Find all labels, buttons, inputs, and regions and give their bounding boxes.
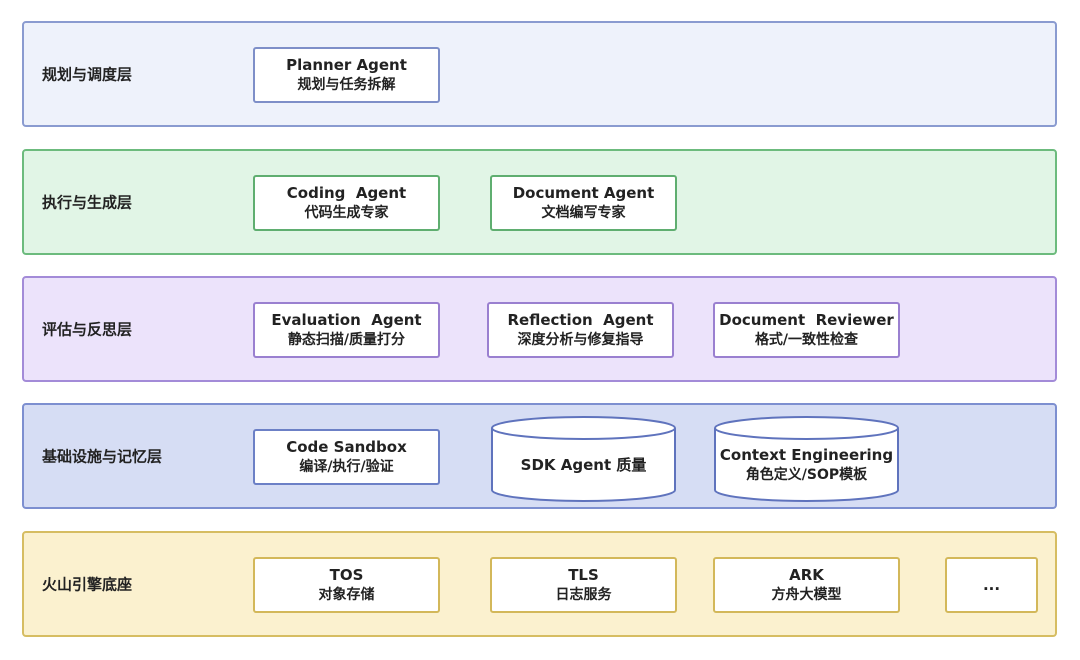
layer-label: 规划与调度层 (42, 65, 133, 84)
node-subtitle: 文档编写专家 (541, 205, 626, 221)
node-title: Coding Agent (286, 184, 407, 202)
node-title: SDK Agent 质量 (520, 456, 647, 474)
node-title: Planner Agent (286, 56, 407, 74)
node-more: ... (945, 557, 1038, 613)
node-tos: TOS 对象存储 (253, 557, 440, 613)
node-subtitle: 角色定义/SOP模板 (745, 467, 868, 483)
node-document-agent: Document Agent 文档编写专家 (490, 175, 677, 231)
node-title: Code Sandbox (286, 438, 407, 456)
node-planner-agent: Planner Agent 规划与任务拆解 (253, 47, 440, 103)
node-subtitle: 代码生成专家 (304, 205, 389, 221)
node-document-reviewer: Document Reviewer 格式/一致性检查 (713, 302, 900, 358)
node-subtitle: 编译/执行/验证 (299, 459, 394, 475)
node-coding-agent: Coding Agent 代码生成专家 (253, 175, 440, 231)
node-subtitle: 对象存储 (318, 587, 375, 603)
node-title: TLS (568, 566, 599, 584)
node-title: ARK (789, 566, 824, 584)
node-subtitle: 日志服务 (555, 587, 612, 603)
node-title: Document Agent (512, 184, 655, 202)
node-title: Reflection Agent (507, 311, 654, 329)
layer-infrastructure: 基础设施与记忆层 Code Sandbox 编译/执行/验证 SDK Agent… (22, 403, 1057, 509)
database-cylinder-icon (491, 416, 676, 502)
layer-label: 评估与反思层 (42, 320, 133, 339)
layer-label: 执行与生成层 (42, 193, 133, 212)
node-subtitle: 方舟大模型 (771, 587, 842, 603)
layer-evaluation: 评估与反思层 Evaluation Agent 静态扫描/质量打分 Reflec… (22, 276, 1057, 382)
node-subtitle: 规划与任务拆解 (297, 77, 396, 93)
database-context-engineering: Context Engineering 角色定义/SOP模板 (713, 415, 900, 503)
node-code-sandbox: Code Sandbox 编译/执行/验证 (253, 429, 440, 485)
node-title: Context Engineering (719, 446, 894, 464)
layer-label: 基础设施与记忆层 (42, 447, 163, 466)
node-tls: TLS 日志服务 (490, 557, 677, 613)
database-cylinder-icon (714, 416, 899, 502)
node-title: TOS (329, 566, 364, 584)
node-title: ... (982, 576, 1001, 594)
layer-label: 火山引擎底座 (42, 575, 133, 594)
layer-volcengine-base: 火山引擎底座 TOS 对象存储 TLS 日志服务 ARK 方舟大模型 ... (22, 531, 1057, 637)
node-reflection-agent: Reflection Agent 深度分析与修复指导 (487, 302, 674, 358)
database-sdk-agent: SDK Agent 质量 (490, 415, 677, 503)
node-title: Document Reviewer (719, 311, 894, 329)
node-subtitle: 静态扫描/质量打分 (287, 332, 406, 348)
node-title: Evaluation Agent (271, 311, 422, 329)
node-subtitle: 深度分析与修复指导 (517, 332, 644, 348)
layer-execution: 执行与生成层 Coding Agent 代码生成专家 Document Agen… (22, 149, 1057, 255)
node-ark: ARK 方舟大模型 (713, 557, 900, 613)
layer-planning: 规划与调度层 Planner Agent 规划与任务拆解 (22, 21, 1057, 127)
node-evaluation-agent: Evaluation Agent 静态扫描/质量打分 (253, 302, 440, 358)
node-subtitle: 格式/一致性检查 (754, 332, 859, 348)
